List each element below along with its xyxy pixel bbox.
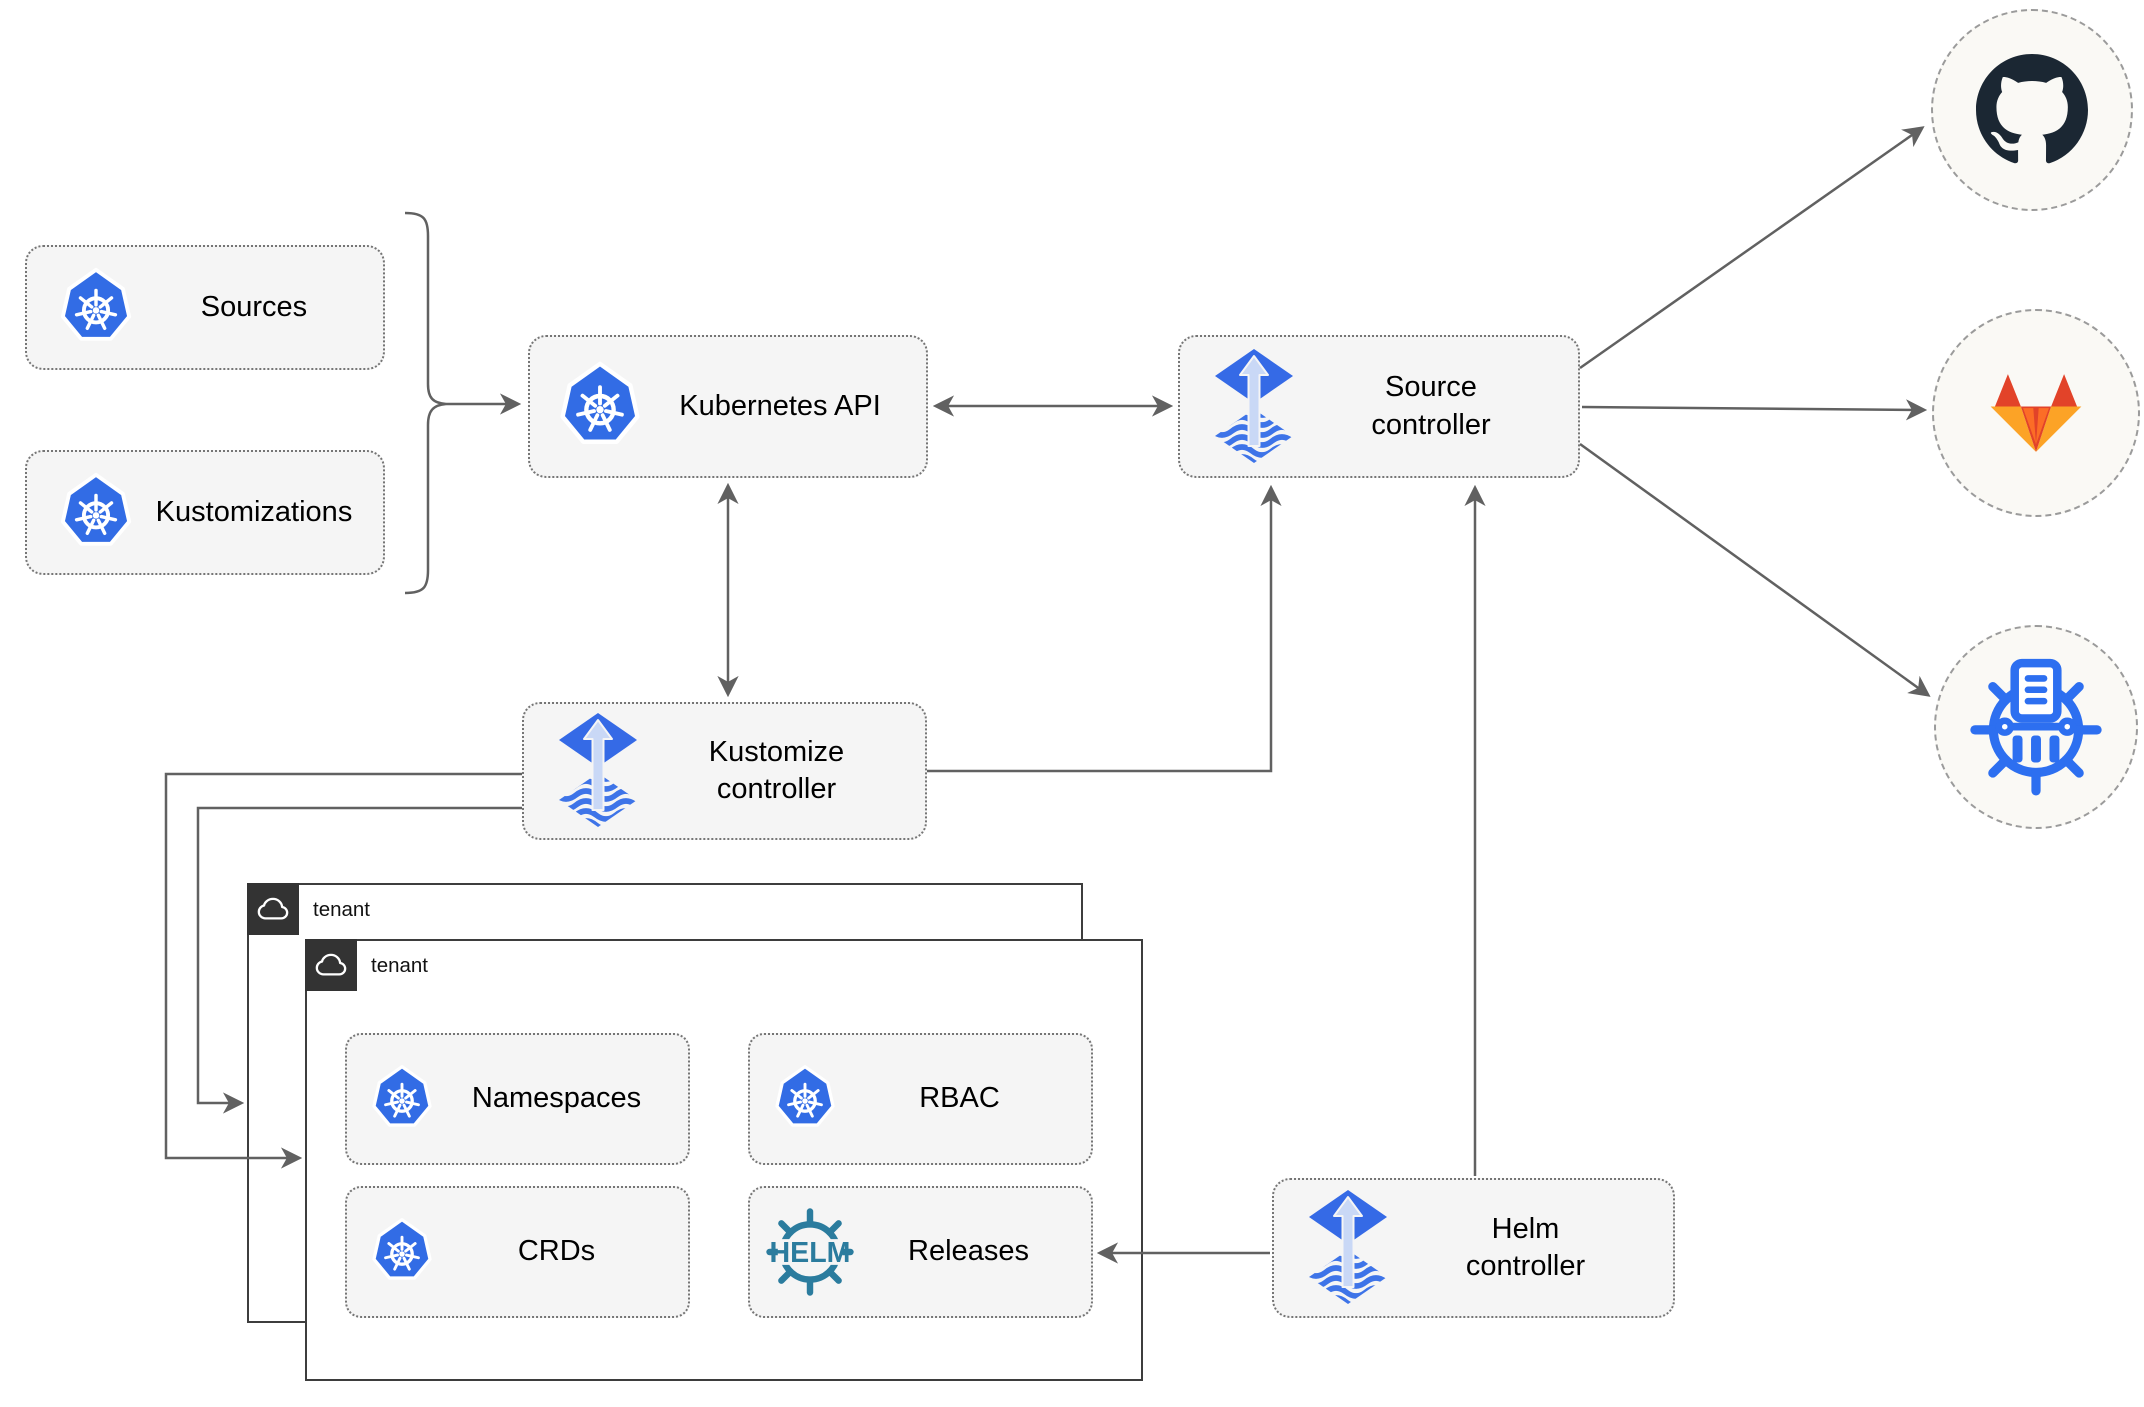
connector-source-controller-to-github bbox=[1579, 126, 1925, 370]
github-icon bbox=[1976, 54, 2088, 166]
flux-icon bbox=[558, 713, 638, 829]
node-source-controller-label: Source controller bbox=[1371, 371, 1491, 441]
cloud-icon bbox=[256, 896, 290, 922]
node-kustomizations-label: Kustomizations bbox=[155, 495, 353, 528]
node-crds: CRDs bbox=[345, 1186, 690, 1318]
kubernetes-icon bbox=[57, 267, 135, 349]
node-sources-label: Sources bbox=[200, 290, 308, 323]
helm-icon: HELM bbox=[764, 1206, 856, 1298]
node-rbac-label: RBAC bbox=[919, 1082, 1000, 1115]
node-helm-controller-label: Helm controller bbox=[1465, 1212, 1586, 1282]
tenant-front-label: tenant bbox=[371, 954, 428, 977]
kubernetes-icon bbox=[772, 1064, 838, 1134]
node-kustomizations: Kustomizations bbox=[25, 450, 385, 575]
tenant-front-tab bbox=[304, 938, 357, 991]
node-kubernetes-api: Kubernetes API bbox=[528, 335, 928, 478]
flux-icon bbox=[1308, 1190, 1388, 1306]
kubernetes-icon bbox=[369, 1064, 435, 1134]
connector-kustomize-to-source-controller bbox=[927, 484, 1282, 773]
node-releases: HELM Releases bbox=[748, 1186, 1093, 1318]
node-releases-label: Releases bbox=[908, 1235, 1029, 1268]
remote-gitlab bbox=[1932, 309, 2140, 517]
node-rbac: RBAC bbox=[748, 1033, 1093, 1165]
tenant-back-tab bbox=[246, 882, 299, 935]
remote-helm-repository bbox=[1934, 625, 2138, 829]
remote-github bbox=[1931, 9, 2133, 211]
node-helm-controller: Helm controller bbox=[1272, 1178, 1675, 1318]
kubernetes-icon bbox=[556, 361, 644, 453]
kubernetes-icon bbox=[369, 1217, 435, 1287]
helm-logo-text: HELM bbox=[770, 1237, 851, 1269]
node-kustomize-controller: Kustomize controller bbox=[522, 702, 927, 840]
gitlab-icon bbox=[1982, 367, 2090, 459]
chartmuseum-icon bbox=[1965, 656, 2107, 798]
node-crds-label: CRDs bbox=[517, 1235, 596, 1268]
tenant-back-label: tenant bbox=[313, 898, 370, 921]
connector-source-controller-to-helm-repository bbox=[1579, 442, 1931, 697]
node-sources: Sources bbox=[25, 245, 385, 370]
connector-source-controller-to-gitlab bbox=[1581, 399, 1928, 421]
node-namespaces: Namespaces bbox=[345, 1033, 690, 1165]
bracket-sources-kustomizations bbox=[404, 211, 447, 595]
node-kubernetes-api-label: Kubernetes API bbox=[679, 389, 881, 422]
node-namespaces-label: Namespaces bbox=[471, 1082, 642, 1115]
node-kustomize-controller-label: Kustomize controller bbox=[708, 735, 845, 805]
cloud-icon bbox=[314, 952, 348, 978]
flux-icon bbox=[1214, 349, 1294, 465]
node-source-controller: Source controller bbox=[1178, 335, 1580, 478]
kubernetes-icon bbox=[57, 472, 135, 554]
